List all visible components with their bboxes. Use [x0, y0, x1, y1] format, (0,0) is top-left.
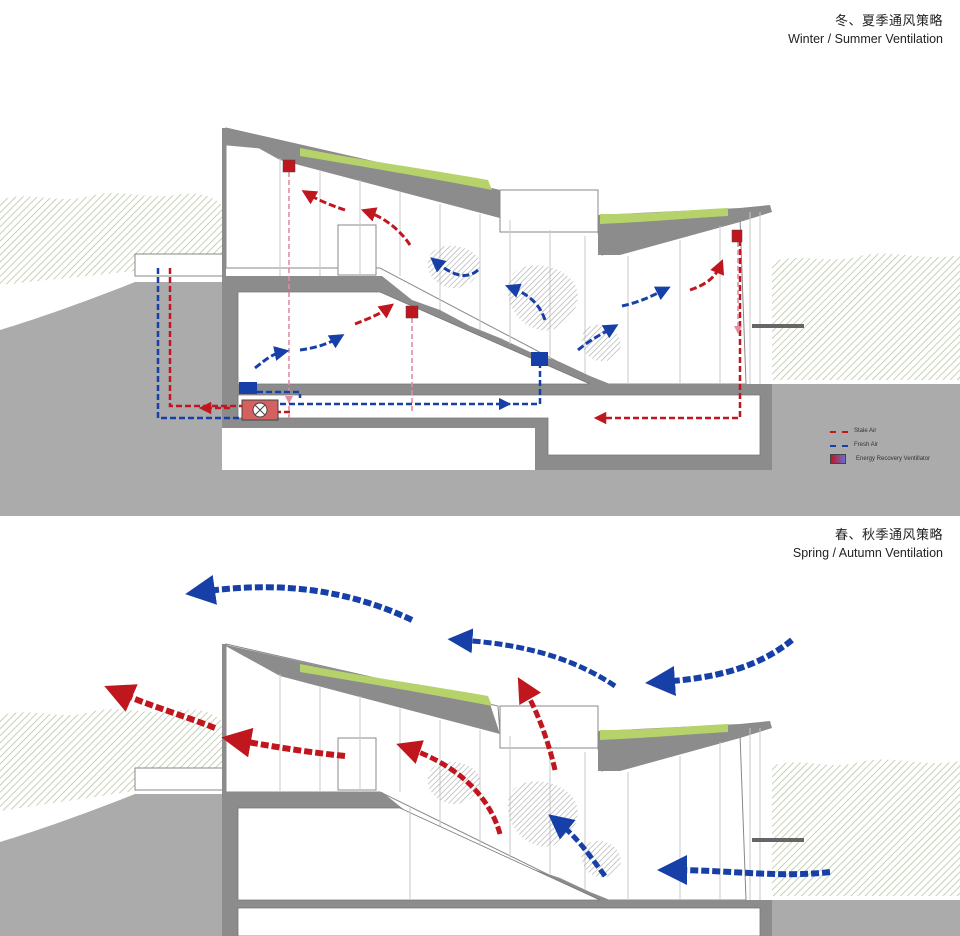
spring-autumn-title: 春、秋季通风策略 Spring / Autumn Ventilation — [793, 526, 943, 562]
legend-label: Energy Recovery Ventillator — [856, 456, 931, 462]
legend: Stale Air Fresh Air Energy Recovery Vent… — [830, 424, 930, 466]
energy-recovery-ventilator — [241, 399, 279, 421]
legend-item-stale: Stale Air — [830, 424, 930, 438]
trees-right — [772, 253, 960, 380]
ground-right — [772, 384, 960, 516]
legend-item-fresh: Fresh Air — [830, 438, 930, 452]
stale-air-arrows — [104, 677, 558, 835]
fresh-air-arrows — [185, 575, 831, 886]
stale-air-ducts — [168, 240, 742, 425]
exhaust-terminal — [282, 159, 296, 173]
legend-label: Fresh Air — [854, 442, 879, 448]
title-english: Winter / Summer Ventilation — [788, 32, 943, 46]
legend-label: Stale Air — [854, 428, 877, 434]
winter-summer-title: 冬、夏季通风策略 Winter / Summer Ventilation — [788, 12, 943, 48]
spring-autumn-section-drawing — [0, 575, 960, 936]
legend-item-erv: Energy Recovery Ventillator — [830, 452, 930, 466]
erv-swatch — [830, 454, 846, 464]
supply-terminal — [239, 382, 257, 394]
winter-summer-panel: 冬、夏季通风策略 Winter / Summer Ventilation Sta… — [0, 12, 960, 516]
entry-platform — [134, 767, 224, 791]
supply-terminal — [531, 352, 548, 366]
ground-right — [772, 900, 960, 936]
ground-base — [222, 470, 772, 516]
title-chinese: 春、秋季通风策略 — [834, 527, 943, 542]
stale-air-return-lines — [285, 172, 742, 418]
exhaust-terminal — [405, 305, 419, 319]
trees-right — [772, 759, 960, 896]
title-english: Spring / Autumn Ventilation — [792, 546, 943, 560]
title-chinese: 冬、夏季通风策略 — [834, 13, 943, 28]
fresh-air-swatch — [830, 444, 848, 447]
ground-terrain — [0, 794, 222, 936]
fresh-air-arrows — [254, 257, 671, 370]
building-section — [222, 127, 804, 470]
entry-platform — [134, 253, 224, 277]
stale-air-swatch — [830, 430, 848, 433]
fresh-air-ducts — [156, 268, 542, 420]
spring-autumn-panel: 春、秋季通风策略 Spring / Autumn Ventilation — [0, 516, 960, 936]
ground-terrain — [0, 282, 222, 516]
building-section — [222, 643, 804, 936]
exhaust-terminal — [731, 229, 743, 243]
winter-summer-section-drawing — [0, 127, 960, 516]
stale-air-arrows — [301, 190, 725, 326]
